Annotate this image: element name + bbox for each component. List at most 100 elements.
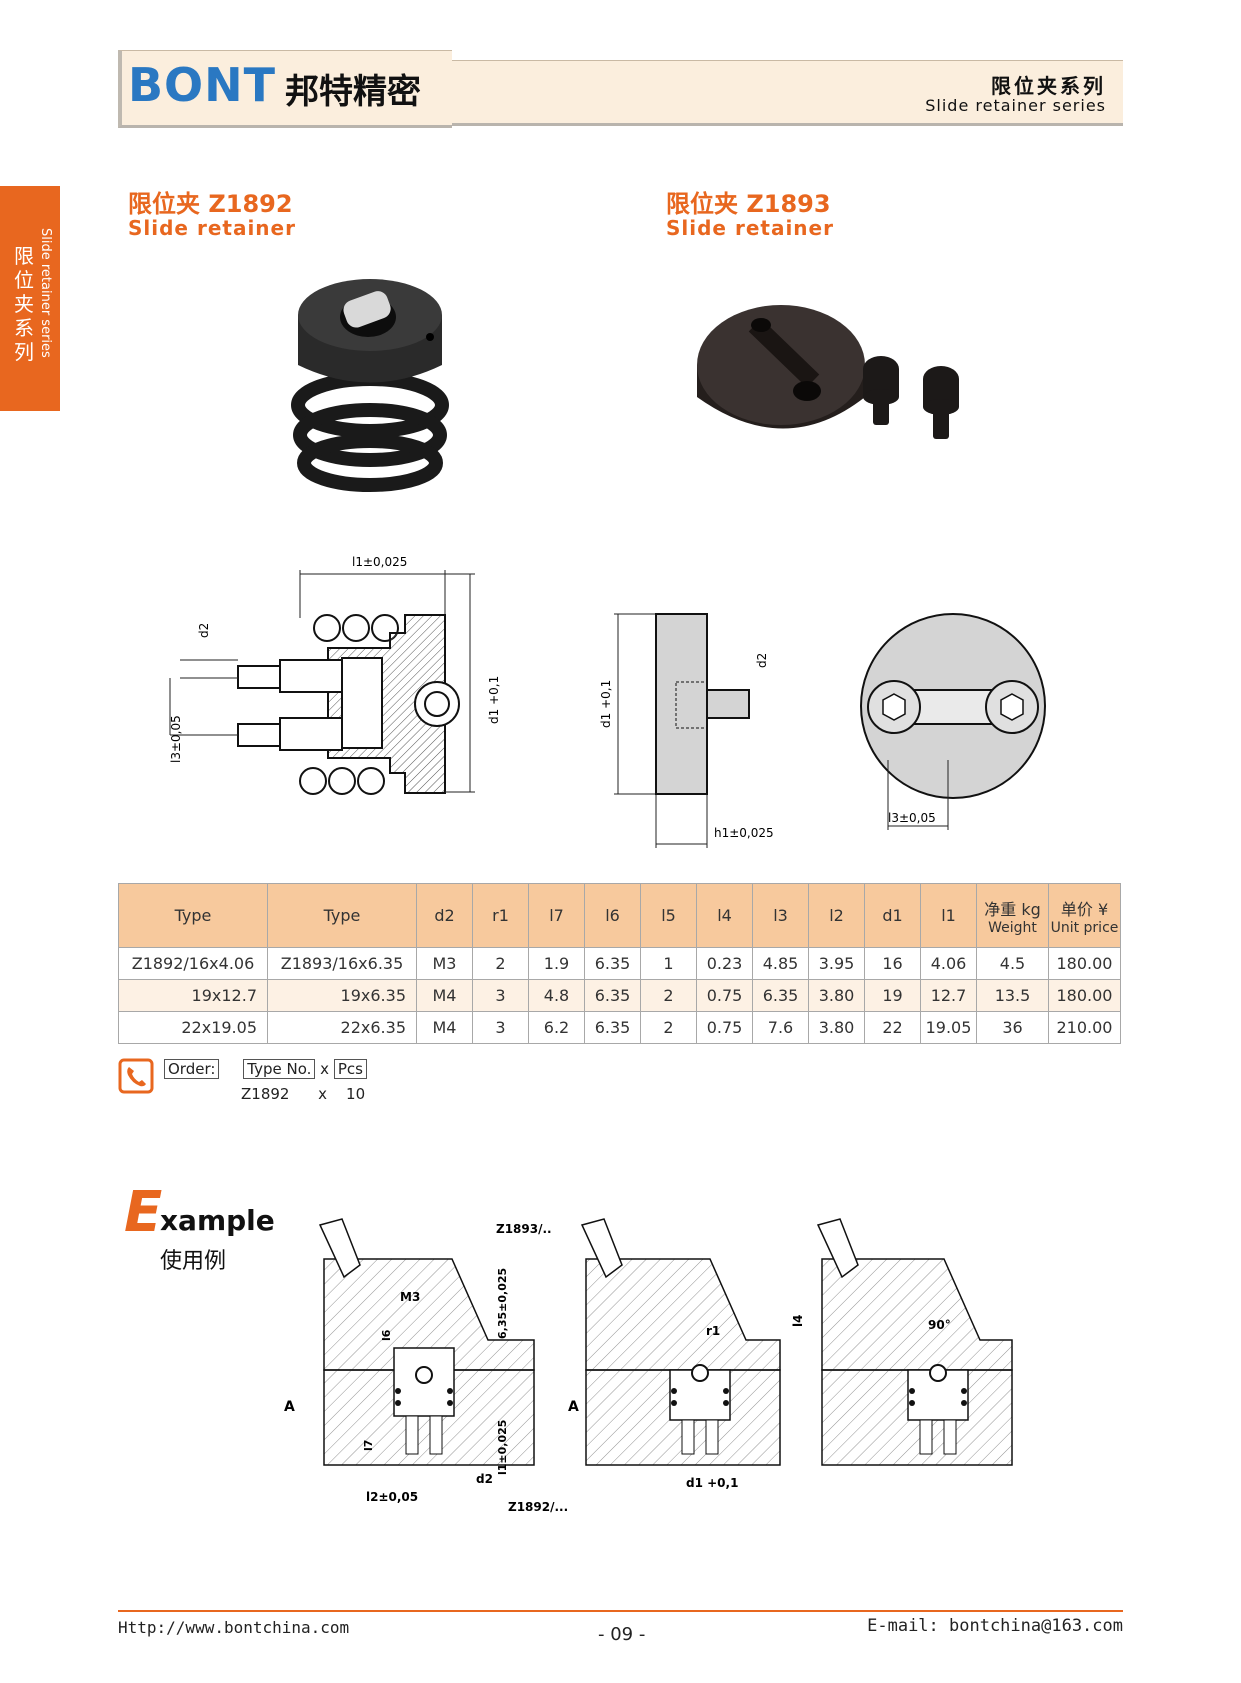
col-header: d2: [416, 883, 473, 948]
product-title-z1892: 限位夹 Z1892: [128, 190, 293, 218]
col-header: l5: [640, 883, 697, 948]
table-cell: 3.80: [808, 979, 865, 1012]
side-tab: [0, 186, 60, 411]
dim-h1-label: h1±0,025: [714, 826, 774, 840]
product-subtitle-z1893: Slide retainer: [666, 216, 834, 240]
footer-email[interactable]: E-mail: bontchina@163.com: [867, 1616, 1123, 1636]
brand-logo: BONT: [128, 58, 277, 112]
col-header: l1: [920, 883, 977, 948]
order-example-type: Z1892: [241, 1085, 290, 1103]
col-header: l6: [584, 883, 641, 948]
col-header: Type: [118, 883, 268, 948]
example-label-angle: 90°: [928, 1318, 951, 1332]
order-type-no: Type No.: [243, 1059, 316, 1079]
footer-website[interactable]: Http://www.bontchina.com: [118, 1618, 350, 1637]
table-cell: 13.5: [976, 979, 1049, 1012]
table-cell: 19x12.7: [118, 979, 268, 1012]
drawing-z1893-top: l3±0,05: [860, 613, 1046, 830]
order-times: x: [320, 1060, 330, 1078]
table-cell: 22: [864, 1011, 921, 1044]
table-cell: 19.05: [920, 1011, 977, 1044]
example-panel-1: [318, 1218, 535, 1466]
example-label-d2: d2: [476, 1472, 493, 1486]
dim-l1-label: l1±0,025: [352, 555, 407, 569]
col-header-price: 单价 ¥Unit price: [1048, 883, 1121, 948]
footer-rule: [118, 1610, 1123, 1612]
table-cell: 3.95: [808, 947, 865, 980]
table-cell: 4.06: [920, 947, 977, 980]
example-label-l1: l1±0,025: [496, 1420, 509, 1475]
photo-z1893-retainer-with-screws: [697, 305, 959, 439]
dim-d1-label: d1 +0,1: [487, 676, 501, 724]
table-cell: 19x6.35: [267, 979, 417, 1012]
dim-l3-label-top: l3±0,05: [888, 811, 936, 825]
table-cell: 0.75: [696, 979, 753, 1012]
col-header: r1: [472, 883, 529, 948]
example-label-m3: M3: [400, 1290, 420, 1304]
table-cell: M3: [416, 947, 473, 980]
example-section-mark-left: A: [284, 1399, 295, 1415]
table-cell: 6.35: [584, 979, 641, 1012]
table-cell: 2: [640, 1011, 697, 1044]
table-cell: 7.6: [752, 1011, 809, 1044]
series-title-cn: 限位夹系列: [991, 74, 1106, 98]
example-panel-3: [816, 1218, 1013, 1466]
table-cell: Z1892/16x4.06: [118, 947, 268, 980]
table-cell: 3.80: [808, 1011, 865, 1044]
example-title-cn: 使用例: [160, 1249, 227, 1274]
table-cell: 4.85: [752, 947, 809, 980]
col-header: l3: [752, 883, 809, 948]
table-cell: M4: [416, 1011, 473, 1044]
table-cell: 22x6.35: [267, 1011, 417, 1044]
example-label-6-35: 6,35±0,025: [496, 1268, 509, 1339]
example-panel-2: [580, 1218, 781, 1466]
col-header: d1: [864, 883, 921, 948]
table-cell: 3: [472, 1011, 529, 1044]
table-cell: 3: [472, 979, 529, 1012]
table-cell: 4.8: [528, 979, 585, 1012]
table-cell: 1.9: [528, 947, 585, 980]
example-label-r1: r1: [706, 1324, 720, 1338]
side-tab-label-cn: 限位夹系列: [14, 244, 34, 364]
example-title-initial: E: [124, 1180, 163, 1245]
phone-order-icon: [118, 1058, 154, 1094]
product-title-z1893: 限位夹 Z1893: [666, 190, 831, 218]
drawing-z1893-side: d1 +0,1 d2 h1±0,025: [599, 613, 774, 848]
table-cell: M4: [416, 979, 473, 1012]
order-example: Z1892 x 10: [241, 1085, 365, 1103]
dim-d1-label-side: d1 +0,1: [599, 680, 613, 728]
spec-table: Type Type d2 r1 l7 l6 l5 l4 l3 l2 d1 l1 …: [118, 883, 1121, 1044]
order-example-qty: 10: [346, 1085, 366, 1103]
example-label-l4: l4: [791, 1315, 805, 1327]
order-format: Order: Type No. x Pcs: [164, 1059, 367, 1079]
table-cell: 2: [472, 947, 529, 980]
order-pcs: Pcs: [333, 1059, 367, 1079]
table-cell: 2: [640, 979, 697, 1012]
table-cell: 1: [640, 947, 697, 980]
table-cell: 180.00: [1048, 979, 1121, 1012]
drawing-z1892-section: l1±0,025 d2 l3±0,05 d1 +0,1: [169, 555, 501, 795]
example-title: xample: [160, 1204, 275, 1237]
table-cell: 0.75: [696, 1011, 753, 1044]
photo-z1892-spring-retainer: [291, 279, 449, 492]
header-logo-area: [118, 50, 452, 128]
table-cell: 210.00: [1048, 1011, 1121, 1044]
table-cell: 22x19.05: [118, 1011, 268, 1044]
table-cell: 180.00: [1048, 947, 1121, 980]
order-label: Order:: [164, 1059, 220, 1079]
side-tab-label-en: Slide retainer series: [38, 228, 53, 358]
table-cell: 6.35: [584, 1011, 641, 1044]
example-label-z1893: Z1893/..: [496, 1222, 552, 1236]
table-cell: 12.7: [920, 979, 977, 1012]
example-label-l2: l2±0,05: [366, 1490, 418, 1504]
col-header: Type: [267, 883, 417, 948]
dim-l3-label: l3±0,05: [169, 715, 183, 763]
col-header: l4: [696, 883, 753, 948]
order-example-times: x: [318, 1085, 327, 1103]
product-subtitle-z1892: Slide retainer: [128, 216, 296, 240]
example-drawings: A A Z1893/.. M3 6,35±0,025 l1±0,025 l7 l…: [284, 1218, 1013, 1514]
col-header: l7: [528, 883, 585, 948]
